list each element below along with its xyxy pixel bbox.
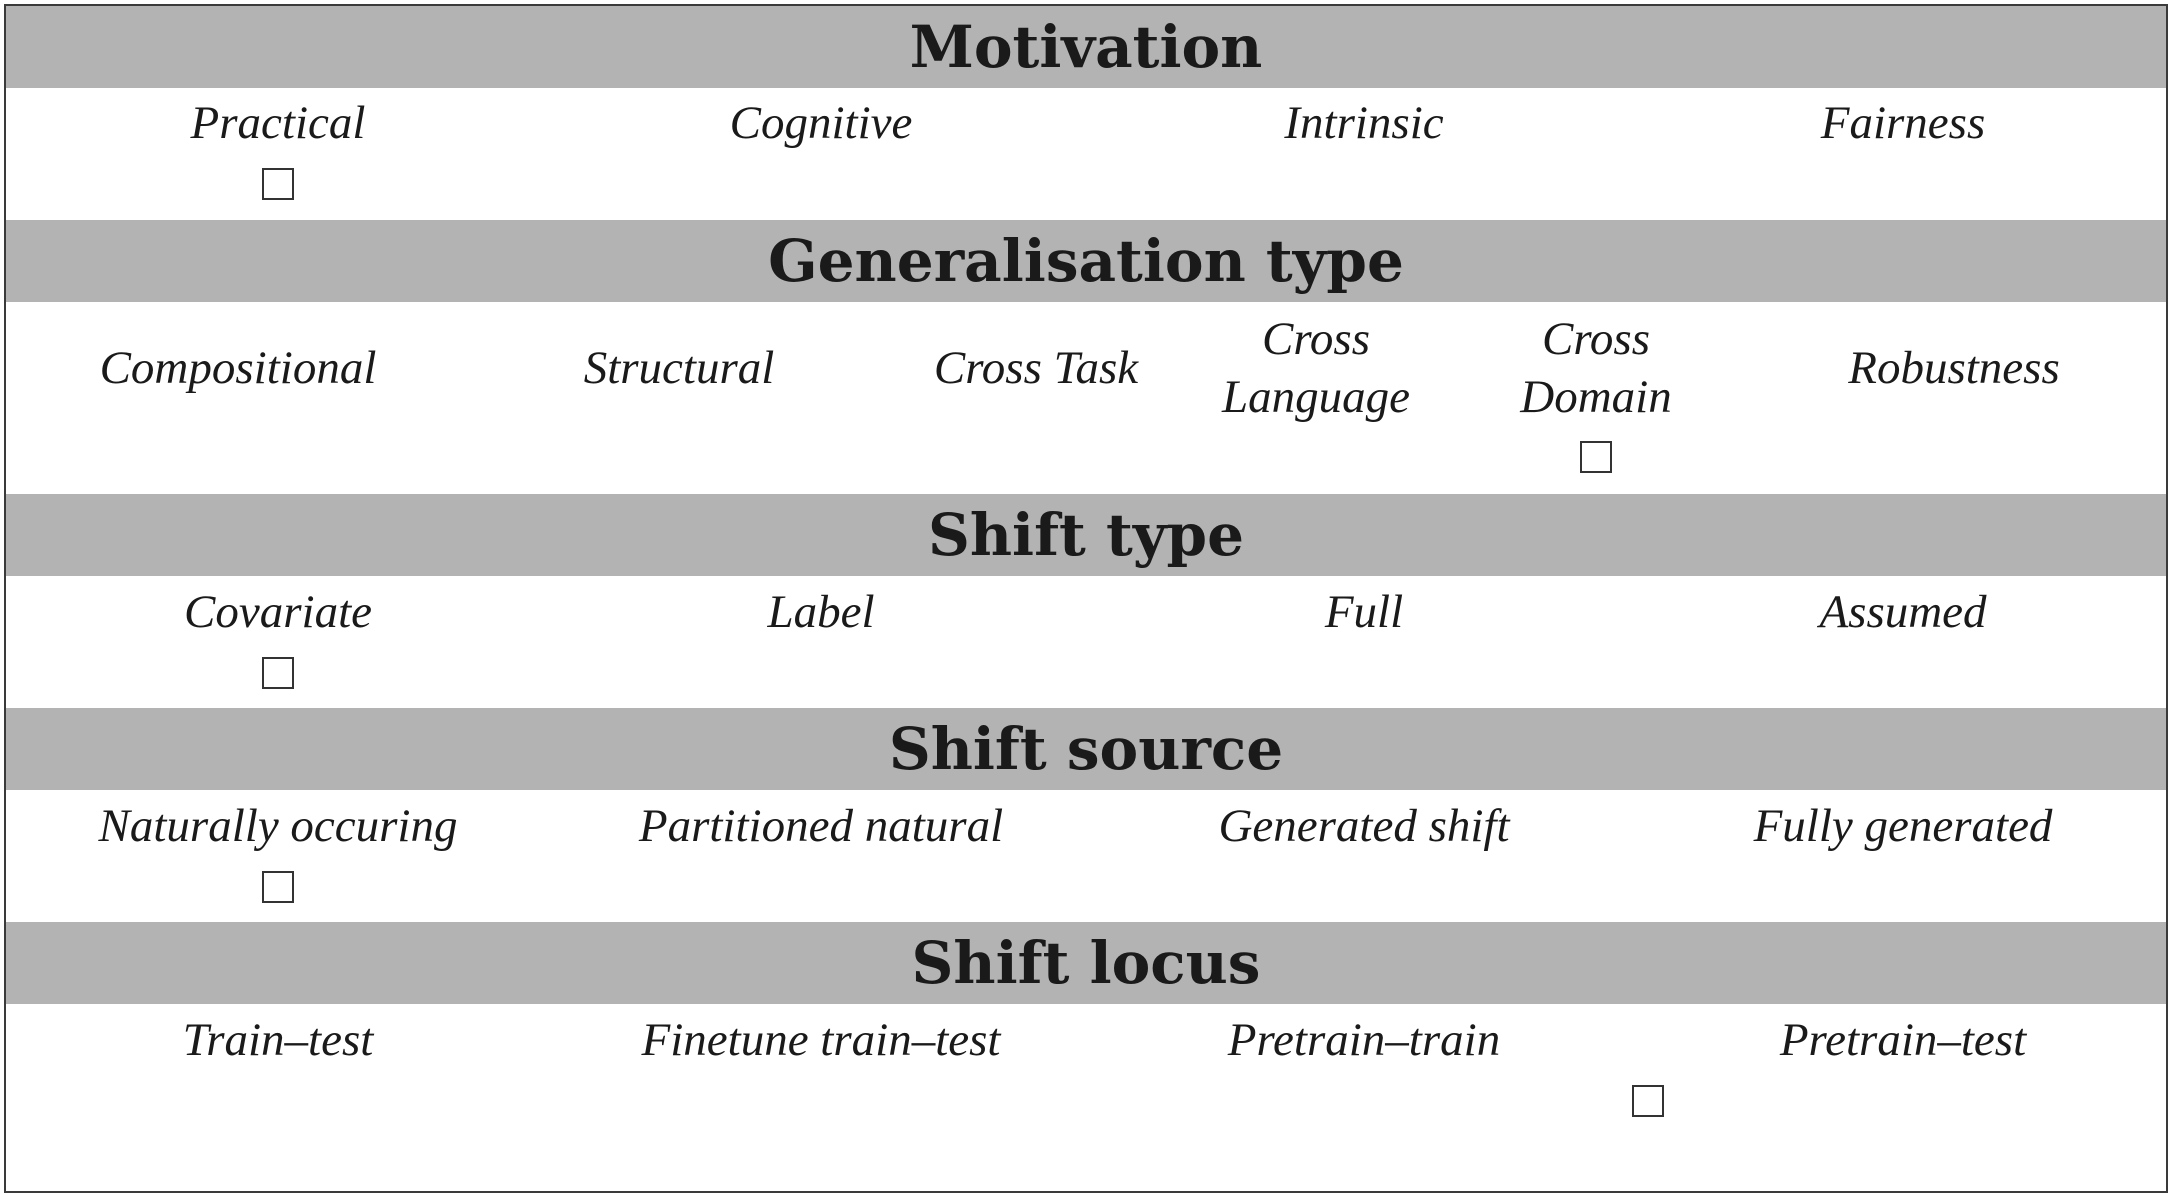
item-assumed: Assumed [1819, 586, 1987, 638]
item-covariate: Covariate [184, 586, 372, 638]
item-cross-task: Cross Task [933, 342, 1139, 394]
item-cross-language-line2: Language [1222, 371, 1410, 423]
item-practical: Practical [190, 97, 366, 149]
item-full: Full [1324, 586, 1404, 638]
checkbox-naturally-occuring[interactable] [262, 871, 294, 903]
item-label: Label [767, 586, 875, 638]
checkbox-covariate[interactable] [262, 657, 294, 689]
checkbox-practical[interactable] [262, 168, 294, 200]
item-compositional: Compositional [99, 342, 377, 394]
taxonomy-card: Motivation Practical Cognitive Intrinsic… [4, 4, 2168, 1193]
section-header-shift-type: Shift type [6, 494, 2166, 576]
item-partitioned-natural: Partitioned natural [638, 800, 1004, 852]
checkbox-cross-domain[interactable] [1580, 441, 1612, 473]
item-pretrain-test: Pretrain–test [1779, 1014, 2027, 1066]
item-structural: Structural [583, 342, 775, 394]
item-cross-domain-line2: Domain [1520, 371, 1672, 423]
section-header-motivation: Motivation [6, 6, 2166, 88]
item-cross-domain-line1: Cross [1542, 313, 1650, 365]
section-header-shift-source: Shift source [6, 708, 2166, 790]
item-robustness: Robustness [1848, 342, 2060, 394]
checkbox-pretrain-locus[interactable] [1632, 1085, 1664, 1117]
item-naturally-occuring: Naturally occuring [98, 800, 458, 852]
section-header-generalisation-type: Generalisation type [6, 220, 2166, 302]
item-fully-generated: Fully generated [1753, 800, 2053, 852]
item-cognitive: Cognitive [729, 97, 913, 149]
item-pretrain-train: Pretrain–train [1227, 1014, 1501, 1066]
item-train-test: Train–test [182, 1014, 374, 1066]
item-generated-shift: Generated shift [1218, 800, 1510, 852]
item-finetune-train-test: Finetune train–test [641, 1014, 1001, 1066]
item-fairness: Fairness [1820, 97, 1986, 149]
item-intrinsic: Intrinsic [1284, 97, 1444, 149]
item-cross-language-line1: Cross [1262, 313, 1370, 365]
section-header-shift-locus: Shift locus [6, 922, 2166, 1004]
